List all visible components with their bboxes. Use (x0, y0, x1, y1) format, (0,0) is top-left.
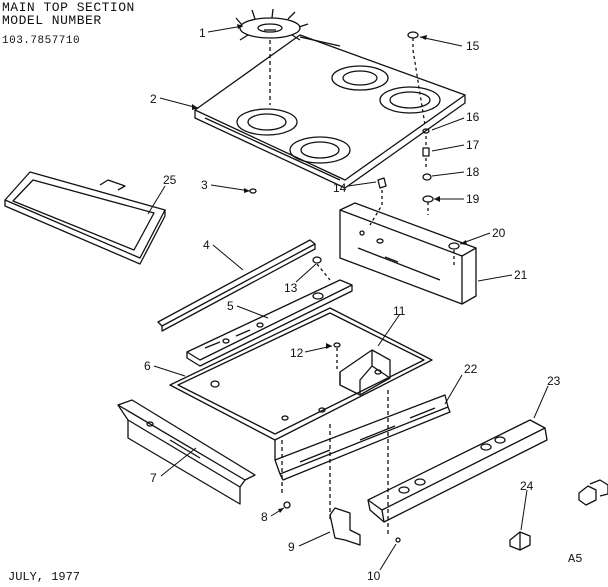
callout-20: 20 (492, 226, 506, 240)
callout-12: 12 (290, 346, 304, 360)
callout-25: 25 (163, 173, 177, 187)
callout-14: 14 (333, 181, 347, 195)
part-knobs-24 (509, 479, 608, 551)
part-cooktop (194, 34, 466, 189)
part-burner-grate (235, 8, 309, 41)
callout-9: 9 (288, 540, 295, 554)
part-screw-3 (249, 188, 257, 194)
part-screw-13 (312, 256, 331, 281)
model-number-value: 103.7857710 (2, 35, 81, 47)
part-screw-10 (395, 537, 401, 543)
part-screw-12 (333, 342, 341, 372)
callout-8: 8 (261, 510, 268, 524)
footer-code: A5 (568, 552, 583, 566)
callout-6: 6 (144, 359, 151, 373)
part-screw-8 (283, 501, 291, 509)
title-main-top-section: MAIN TOP SECTION (2, 0, 135, 15)
callout-3: 3 (201, 178, 208, 192)
part-clip-14 (369, 177, 387, 226)
title-model-number: MODEL NUMBER (2, 13, 102, 28)
callout-2: 2 (150, 92, 157, 106)
callout-23: 23 (547, 374, 561, 388)
callout-15: 15 (466, 39, 480, 53)
part-bracket-21 (339, 202, 477, 305)
part-shield-11 (339, 349, 391, 396)
part-hardware-column (407, 31, 460, 268)
part-skirt-22 (274, 394, 451, 481)
part-bottom-pan (169, 307, 433, 460)
callout-19: 19 (466, 192, 480, 206)
footer-date: JULY, 1977 (8, 570, 81, 584)
leader-arrowheads (192, 24, 467, 513)
callout-7: 7 (150, 471, 157, 485)
callout-18: 18 (466, 165, 480, 179)
part-frame-25 (4, 171, 166, 265)
callout-24: 24 (520, 479, 534, 493)
callout-1: 1 (199, 26, 206, 40)
callout-21: 21 (514, 268, 528, 282)
part-rail-7 (117, 399, 256, 505)
callout-17: 17 (466, 138, 480, 152)
callout-10: 10 (367, 569, 381, 583)
callout-16: 16 (466, 110, 480, 124)
callout-11: 11 (393, 304, 406, 318)
callout-22: 22 (464, 362, 478, 376)
callout-5: 5 (227, 299, 234, 313)
part-strip-4 (157, 239, 316, 332)
part-bracket-5 (186, 279, 353, 367)
callout-4: 4 (203, 238, 210, 252)
callout-13: 13 (284, 281, 298, 295)
leader-lines (147, 25, 549, 571)
part-bracket-9 (329, 507, 361, 546)
part-rail-23 (367, 419, 548, 523)
